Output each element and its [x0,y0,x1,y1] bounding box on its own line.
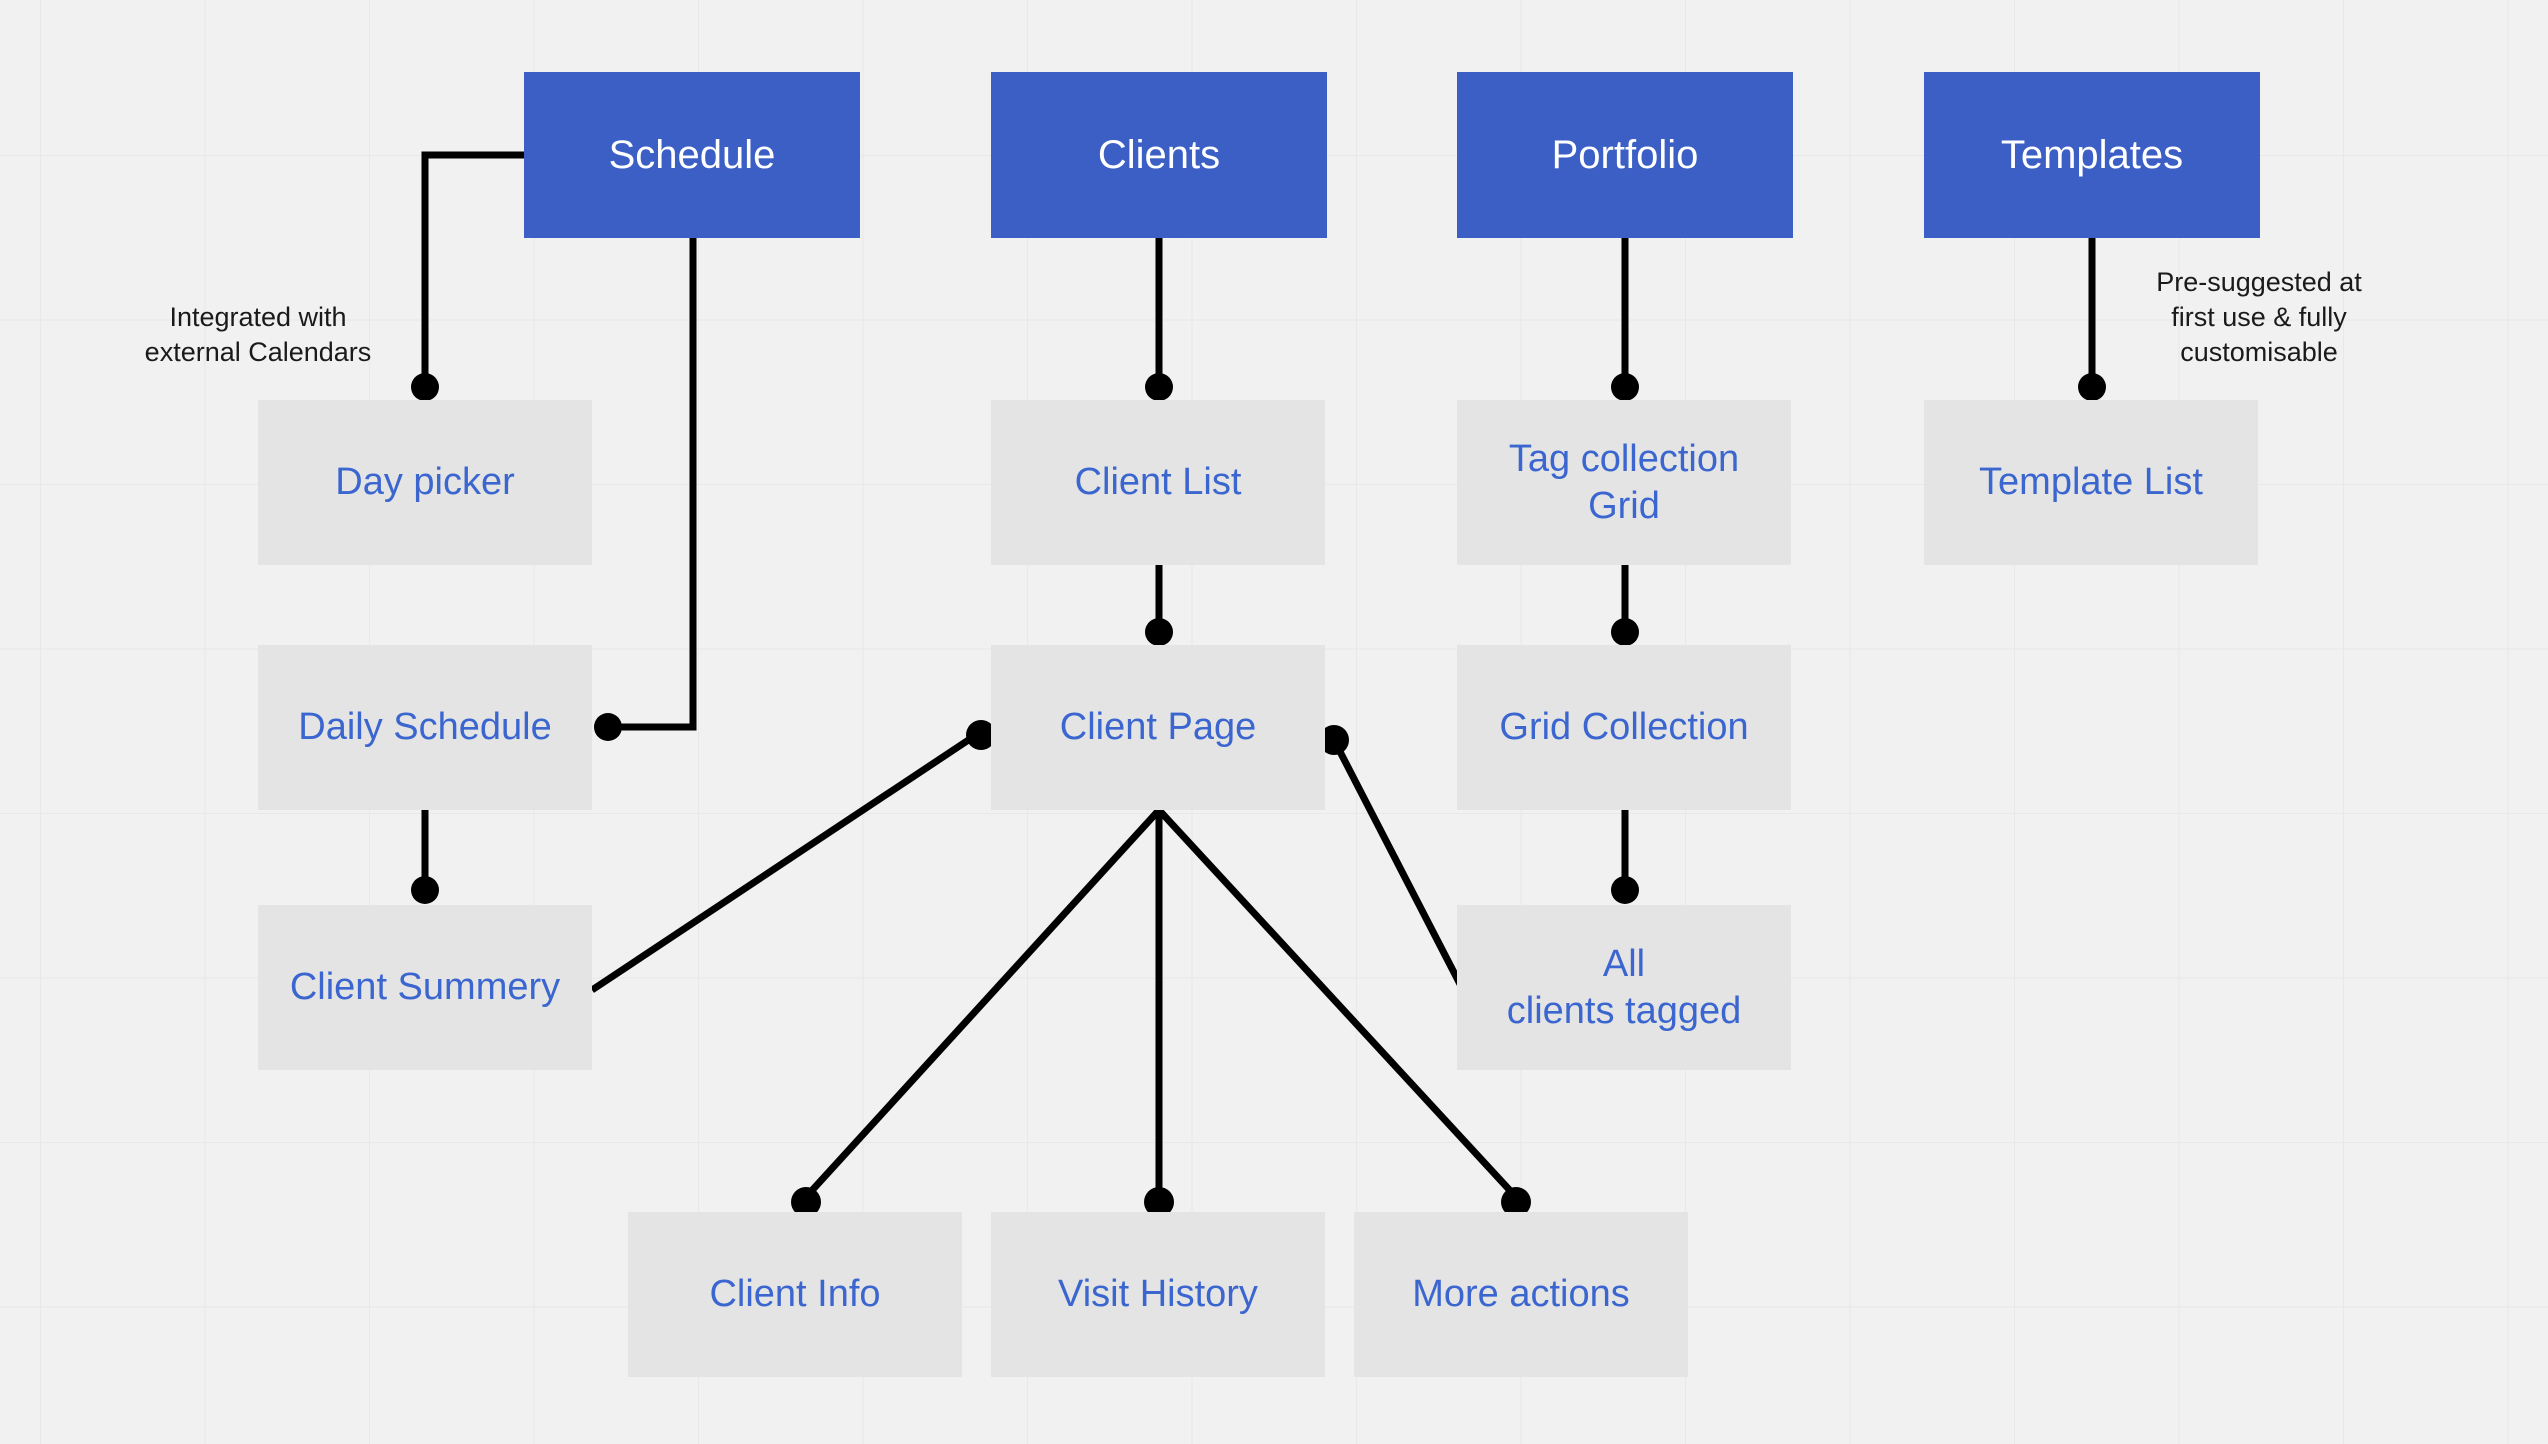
node-portfolio-label: Portfolio [1551,132,1699,177]
annotation-external-calendars: Integrated with external Calendars [144,302,372,368]
node-tag-collection-grid-label: Tag collection Grid [1508,438,1740,527]
node-portfolio[interactable]: Portfolio [1457,72,1793,238]
node-schedule-label: Schedule [608,132,776,177]
connector-dot-all-clients-tagged [1611,876,1639,904]
node-client-list[interactable]: Client List [991,400,1325,565]
node-all-clients-tagged[interactable]: All clients tagged [1457,905,1791,1070]
node-templates-label: Templates [2000,132,2184,177]
edge-client-page-to-all-clients-tagged [1330,738,1466,990]
connector-dot-client-list [1145,373,1173,401]
node-daily-schedule[interactable]: Daily Schedule [258,645,592,810]
node-day-picker[interactable]: Day picker [258,400,592,565]
node-client-info[interactable]: Client Info [628,1212,962,1377]
node-more-actions-label: More actions [1412,1273,1630,1316]
node-clients-label: Clients [1097,132,1221,177]
node-tag-collection-grid[interactable]: Tag collection Grid [1457,400,1791,565]
node-day-picker-label: Day picker [335,461,515,504]
annotation-presuggested-templates: Pre-suggested at first use & fully custo… [2156,267,2362,368]
connector-dot-client-page-top [1145,618,1173,646]
node-schedule[interactable]: Schedule [524,72,860,238]
node-visit-history[interactable]: Visit History [991,1212,1325,1377]
node-daily-schedule-label: Daily Schedule [298,706,552,749]
node-templates[interactable]: Templates [1924,72,2260,238]
node-client-page-label: Client Page [1059,706,1257,749]
node-template-list-label: Template List [1979,461,2203,504]
node-all-clients-tagged-label: All clients tagged [1506,943,1742,1032]
edge-client-page-to-client-info [803,807,1162,1200]
node-grid-collection-label: Grid Collection [1499,706,1749,749]
connector-dot-grid-collection [1611,618,1639,646]
node-more-actions[interactable]: More actions [1354,1212,1688,1377]
node-client-summery[interactable]: Client Summery [258,905,592,1070]
edge-client-summery-to-client-page [590,732,978,993]
connector-dot-day-picker [411,373,439,401]
node-client-page[interactable]: Client Page [991,645,1325,810]
connector-dot-tag-collection-grid [1611,373,1639,401]
connector-dot-client-summery [411,876,439,904]
node-template-list[interactable]: Template List [1924,400,2258,565]
node-clients[interactable]: Clients [991,72,1327,238]
edge-schedule-to-day-picker [421,151,524,385]
node-grid-collection[interactable]: Grid Collection [1457,645,1791,810]
node-client-summery-label: Client Summery [289,966,561,1009]
connector-dot-template-list [2078,373,2106,401]
node-client-list-label: Client List [1074,461,1242,504]
node-visit-history-label: Visit History [1058,1273,1258,1316]
node-client-info-label: Client Info [709,1273,881,1316]
connector-dot-daily-schedule [594,713,622,741]
edge-schedule-to-daily-schedule [607,238,697,731]
